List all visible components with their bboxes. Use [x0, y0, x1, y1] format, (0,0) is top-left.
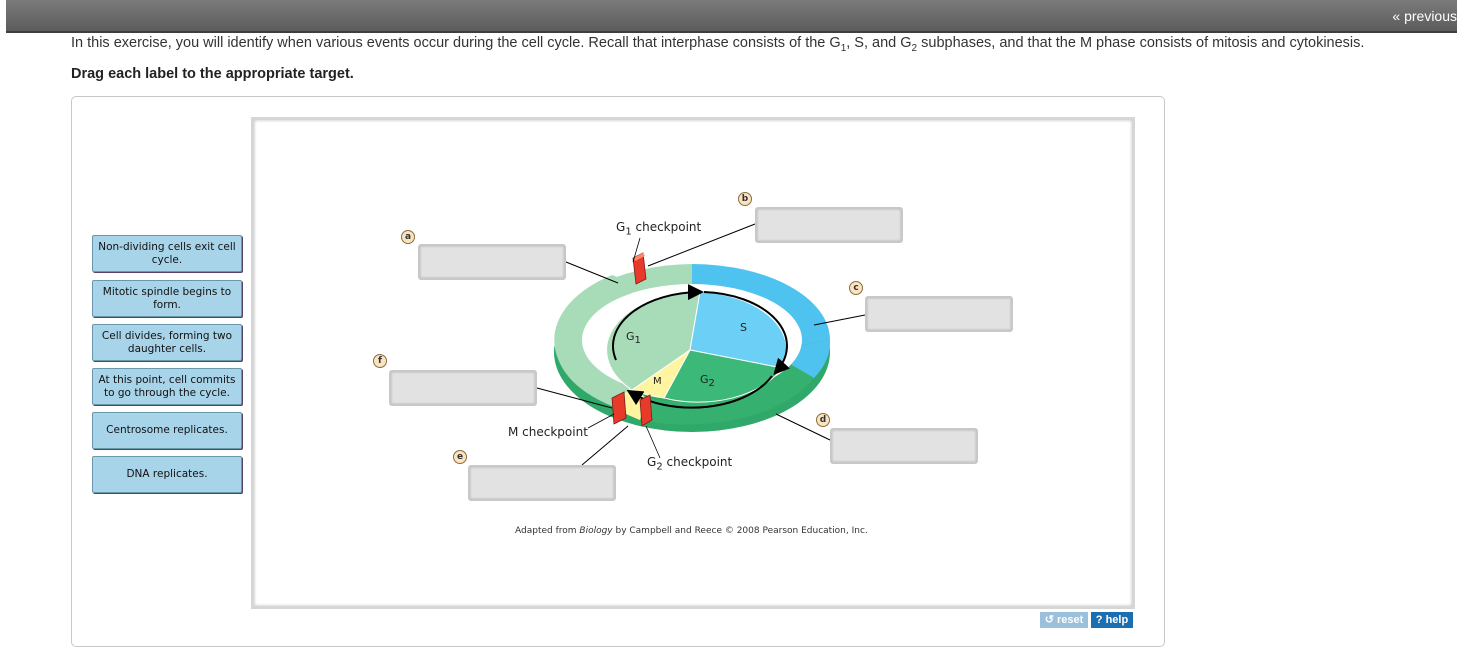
target-letter-a: a	[401, 230, 415, 244]
drag-label-spindle[interactable]: Mitotic spindle begins to form.	[92, 280, 242, 317]
phase-m-label: M	[653, 376, 662, 387]
g2-checkpoint-label: G2 checkpoint	[647, 455, 733, 473]
target-letter-e: e	[453, 450, 467, 464]
phase-g1-label: G1	[626, 330, 641, 347]
drag-label-dna[interactable]: DNA replicates.	[92, 456, 242, 493]
image-credit: Adapted from Biology by Campbell and Ree…	[515, 526, 868, 536]
phase-g2-label: G2	[700, 373, 715, 390]
drop-target-c[interactable]	[865, 296, 1013, 332]
drag-label-cell-divides[interactable]: Cell divides, forming two daughter cells…	[92, 324, 242, 361]
reset-icon: ↺	[1044, 614, 1057, 626]
top-bar: « previous	[6, 0, 1457, 33]
drop-target-b[interactable]	[755, 207, 903, 243]
drop-target-a[interactable]	[418, 244, 566, 280]
previous-link[interactable]: « previous	[1392, 8, 1457, 24]
drop-target-d[interactable]	[830, 428, 978, 464]
drag-label-centrosome[interactable]: Centrosome replicates.	[92, 412, 242, 449]
instructions-text: In this exercise, you will identify when…	[71, 35, 1365, 54]
target-letter-b: b	[738, 192, 752, 206]
drop-target-f[interactable]	[389, 370, 537, 406]
drop-target-e[interactable]	[468, 465, 616, 501]
reset-button[interactable]: ↺ reset	[1040, 612, 1088, 628]
drag-label-commits[interactable]: At this point, cell commits to go throug…	[92, 368, 242, 405]
drag-label-exit-cycle[interactable]: Non-dividing cells exit cell cycle.	[92, 235, 242, 272]
phase-s-label: S	[740, 321, 747, 334]
target-letter-f: f	[373, 354, 387, 368]
target-letter-c: c	[849, 281, 863, 295]
m-checkpoint-label: M checkpoint	[508, 425, 588, 439]
help-button[interactable]: ? help	[1091, 612, 1133, 628]
drag-instruction: Drag each label to the appropriate targe…	[71, 66, 354, 82]
target-letter-d: d	[816, 413, 830, 427]
g1-checkpoint-label: G1 checkpoint	[616, 220, 702, 238]
